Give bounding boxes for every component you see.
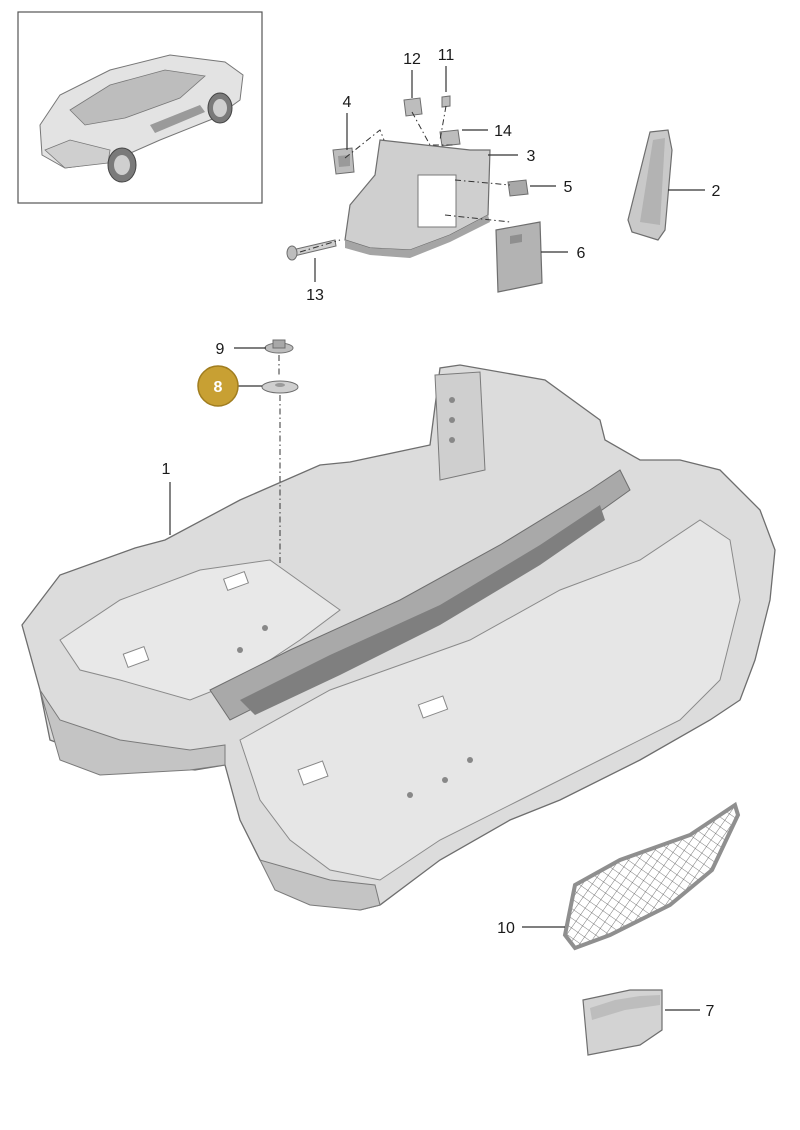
- callout-2[interactable]: 2: [712, 183, 721, 200]
- cover-6: [495, 221, 543, 293]
- callout-1[interactable]: 1: [162, 461, 171, 478]
- clip-11: [441, 95, 451, 108]
- callout-4[interactable]: 4: [343, 94, 352, 111]
- callout-leaders: [169, 66, 705, 1011]
- callout-3[interactable]: 3: [527, 148, 536, 165]
- clip-5: [507, 179, 529, 197]
- bracket-frame-3: [344, 139, 491, 258]
- pad-14: [439, 129, 461, 147]
- net-10: [562, 801, 741, 951]
- callout-6[interactable]: 6: [577, 245, 586, 262]
- floor-carpet: [21, 364, 776, 911]
- vehicle-thumbnail: [17, 11, 263, 204]
- assembly-lines: [278, 105, 511, 565]
- callout-labels: 1 2 3 4 5 6 7 8 9 10 11 12 13 14: [162, 47, 721, 1020]
- callout-13[interactable]: 13: [306, 287, 324, 304]
- nut-9: [264, 339, 294, 354]
- clip-4: [332, 147, 355, 175]
- callout-8[interactable]: 8: [214, 379, 223, 396]
- trim-panel-2: [627, 129, 673, 241]
- callout-11[interactable]: 11: [438, 47, 455, 64]
- callout-14[interactable]: 14: [494, 123, 512, 140]
- plate-12: [403, 97, 423, 117]
- callout-7[interactable]: 7: [706, 1003, 715, 1020]
- callout-5[interactable]: 5: [564, 179, 573, 196]
- car-illustration: [39, 54, 244, 183]
- washer-8: [261, 380, 299, 394]
- pocket-7: [582, 989, 663, 1056]
- callout-12[interactable]: 12: [403, 51, 421, 68]
- callout-8-highlight: [197, 365, 239, 407]
- callout-10[interactable]: 10: [497, 920, 515, 937]
- callout-9[interactable]: 9: [216, 341, 225, 358]
